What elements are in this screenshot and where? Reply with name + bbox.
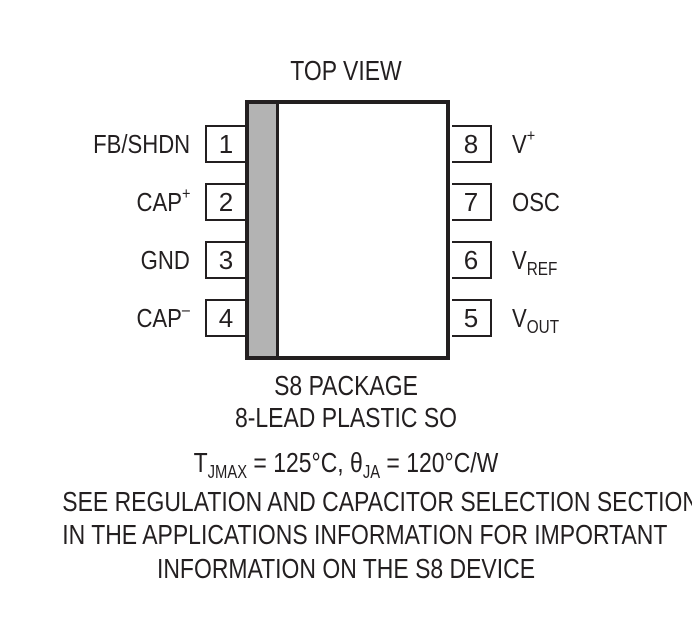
package-description: 8-LEAD PLASTIC SO (234, 402, 458, 433)
package-name: S8 PACKAGE (274, 370, 418, 401)
pin-5-label: VOUT (512, 303, 560, 337)
pin-1-box: 1 (205, 125, 245, 163)
pin-3-label: GND (140, 245, 190, 275)
pin-4-box: 4 (205, 299, 245, 337)
thermal-spec: TJMAX = 125°C, θJA = 120°C/W (193, 447, 499, 482)
pin-6-box: 6 (452, 241, 492, 279)
pin-8-label: V+ (512, 126, 536, 159)
pin-2-box: 2 (205, 183, 245, 221)
pin-5-box: 5 (452, 299, 492, 337)
pin-7-label: OSC (512, 187, 560, 217)
pin-2-label: CAP+ (136, 184, 190, 217)
pin1-indicator-stripe (249, 104, 279, 356)
ic-package-body (245, 100, 450, 360)
note-line-2: IN THE APPLICATIONS INFORMATION FOR IMPO… (62, 519, 668, 550)
note-line-1: SEE REGULATION AND CAPACITOR SELECTION S… (62, 486, 692, 517)
view-title: TOP VIEW (290, 55, 402, 86)
pin-4-label: CAP– (136, 300, 190, 333)
pin-6-label: VREF (512, 245, 558, 279)
pin-8-box: 8 (452, 125, 492, 163)
pin-1-label: FB/SHDN (92, 129, 190, 159)
pin-7-box: 7 (452, 183, 492, 221)
note-line-3: INFORMATION ON THE S8 DEVICE (156, 553, 536, 584)
pin-3-box: 3 (205, 241, 245, 279)
